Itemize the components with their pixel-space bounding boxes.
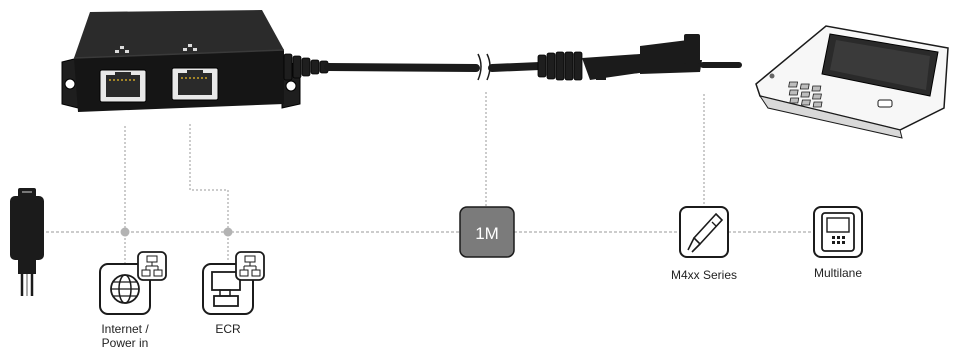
- multilane-label: Multilane: [798, 266, 878, 280]
- payment-terminal: [756, 26, 948, 138]
- junction-dot-ecr: [224, 228, 233, 237]
- ethernet-splitter-box: [62, 10, 328, 112]
- ecr-label: ECR: [198, 322, 258, 336]
- ethernet-port-right: [172, 68, 218, 100]
- m4xx-label: M4xx Series: [664, 268, 744, 282]
- cable: [328, 34, 742, 80]
- ethernet-port-icon: [236, 252, 264, 280]
- multilane-terminal-icon: [814, 207, 862, 257]
- power-adapter-icon: [10, 188, 44, 296]
- cable-length-label: 1M: [475, 224, 499, 243]
- cable-length-badge: 1M: [460, 207, 514, 257]
- payment-terminal-icon: [680, 207, 728, 257]
- ethernet-port-icon: [138, 252, 166, 280]
- junction-dot-internet: [121, 228, 130, 237]
- internet-label: Internet / Power in: [85, 322, 165, 350]
- ethernet-port-left: [100, 70, 146, 102]
